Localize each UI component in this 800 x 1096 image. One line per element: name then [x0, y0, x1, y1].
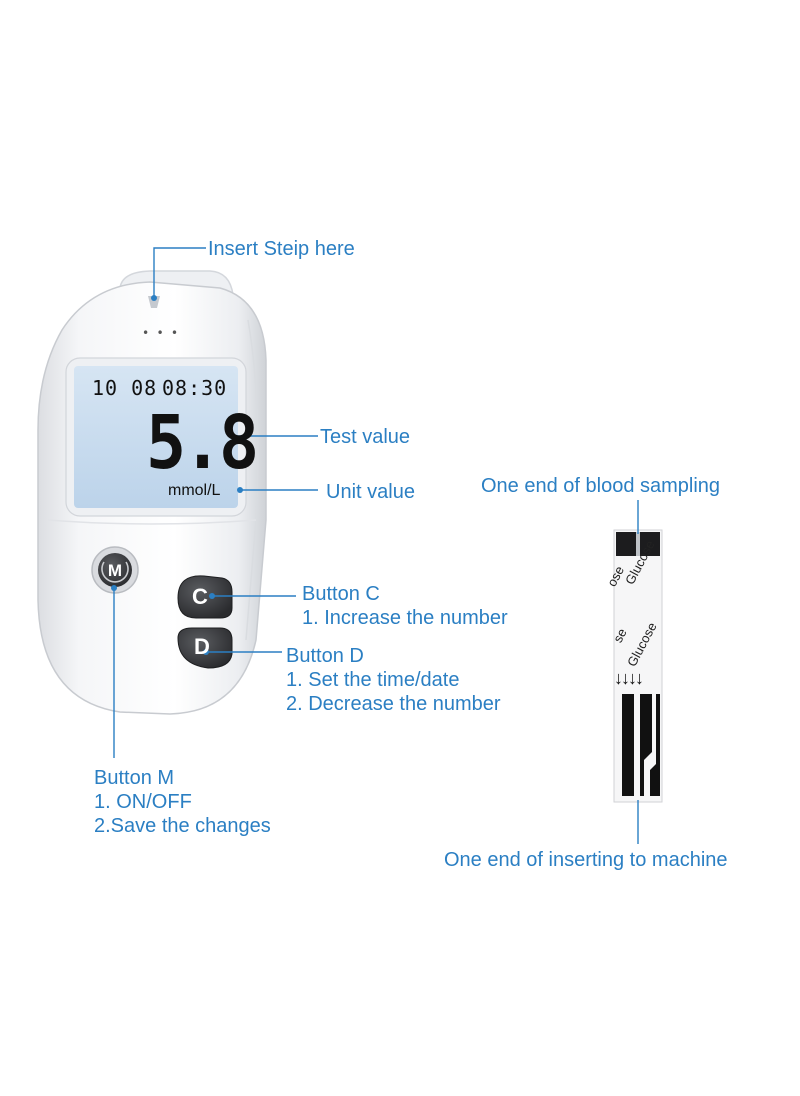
button-c	[177, 575, 233, 619]
label-test-value: Test value	[320, 426, 411, 448]
button-d-label[interactable]: D	[194, 634, 210, 659]
callout-dots	[111, 295, 243, 655]
callout-lines	[113, 247, 639, 844]
lcd-date: 10 08	[92, 376, 158, 400]
label-button-c-line1: 1. Increase the number	[302, 607, 508, 629]
label-button-d-line1: 1. Set the time/date	[286, 669, 460, 691]
label-insert-strip: Insert Steip here	[208, 238, 355, 260]
body-seam	[245, 319, 259, 641]
test-strip	[613, 529, 663, 803]
strip-slot	[148, 296, 160, 308]
button-c-label[interactable]: C	[192, 584, 208, 609]
label-unit-value: Unit value	[326, 481, 415, 503]
button-d	[177, 627, 233, 669]
label-button-m: Button M 1. ON/OFF 2.Save the changes	[94, 766, 271, 838]
panel-divider	[47, 519, 257, 525]
label-button-m-line1: 1. ON/OFF	[94, 791, 192, 813]
button-m-label[interactable]: M	[107, 561, 123, 580]
label-button-d-line2: 2. Decrease the number	[286, 693, 501, 715]
label-button-c-title: Button C	[302, 583, 380, 605]
lcd-time: 08:30	[162, 376, 228, 400]
indicator-dots: • • •	[142, 326, 179, 340]
label-button-m-line2: 2.Save the changes	[94, 815, 271, 837]
strip-arrows: ↓↓↓↓	[614, 668, 644, 688]
label-button-d-title: Button D	[286, 645, 364, 667]
label-button-m-title: Button M	[94, 767, 175, 789]
lcd-reading: 5.8	[146, 400, 259, 486]
label-button-c: Button C 1. Increase the number	[302, 582, 508, 630]
lcd-unit: mmol/L	[168, 482, 221, 499]
lcd-screen	[74, 366, 238, 508]
label-blood-end: One end of blood sampling	[481, 475, 721, 497]
label-machine-end: One end of inserting to machine	[444, 849, 728, 871]
label-button-d: Button D 1. Set the time/date 2. Decreas…	[286, 644, 501, 716]
